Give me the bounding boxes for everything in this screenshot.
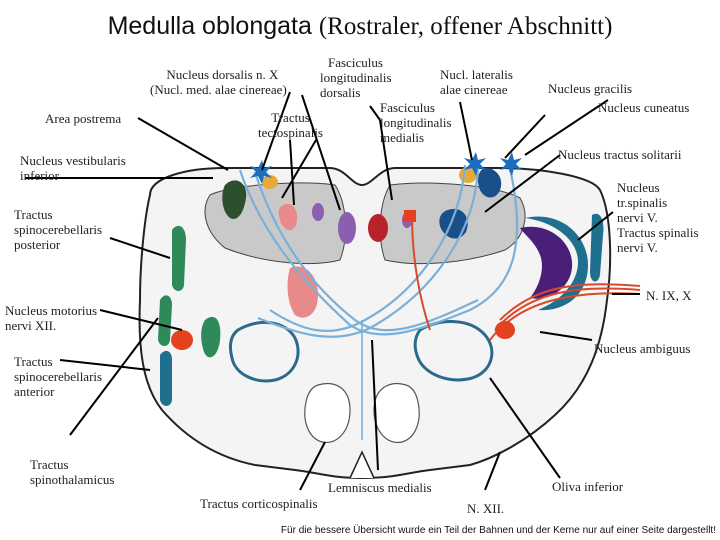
label-line: longitudinalis <box>380 115 452 130</box>
label-nucleus-cuneatus: Nucleus cuneatus <box>598 100 690 115</box>
label-n-ix-x: N. IX, X <box>646 288 692 303</box>
label-fasciculus-long-medialis: Fasciculus longitudinalis medialis <box>380 100 452 145</box>
mlf-left <box>312 203 324 221</box>
label-nucleus-gracilis: Nucleus gracilis <box>548 81 633 96</box>
label-line: Tractus <box>271 110 310 125</box>
label-line: (Nucl. med. alae cinereae) <box>150 82 287 97</box>
label-line: Tractus <box>14 354 53 369</box>
label-line: nervi V. <box>617 210 658 225</box>
label-line: longitudinalis <box>320 70 392 85</box>
label-line: alae cinereae <box>440 82 508 97</box>
label-tractus-tectospinalis: Tractus tectospinalis <box>258 110 323 140</box>
lemniscus-medialis-left <box>287 266 318 318</box>
label-line: Tractus spinalis <box>617 225 699 240</box>
label-lemniscus-medialis: Lemniscus medialis <box>328 480 432 495</box>
oliva-inferior-right <box>413 320 494 382</box>
label-line: Tractus <box>30 457 69 472</box>
label-line: Nucl. lateralis <box>440 67 513 82</box>
label-line: dorsalis <box>320 85 361 100</box>
title-sub: (Rostraler, offener Abschnitt) <box>318 13 613 40</box>
pyramid-left <box>304 383 351 443</box>
tractus-scb-anterior-left <box>160 350 172 406</box>
label-line: nervi XII. <box>5 318 57 333</box>
nucleus-tractus-solitarii-left <box>278 203 298 231</box>
label-line: Nucleus dorsalis n. X <box>166 67 279 82</box>
internal-arcuate-fibers <box>238 159 519 440</box>
label-oliva-inferior: Oliva inferior <box>552 479 624 494</box>
label-tractus-corticospinalis: Tractus corticospinalis <box>200 496 318 511</box>
label-line: Nucleus <box>617 180 660 195</box>
ventral-median-fissure <box>349 450 375 479</box>
label-nucleus-tractus-solitarii: Nucleus tractus solitarii <box>558 147 682 162</box>
label-line: medialis <box>380 130 425 145</box>
label-line: Fasciculus <box>328 55 383 70</box>
title-main: Medulla oblongata <box>107 12 312 40</box>
nucleus-vestibularis-inferior <box>222 180 247 219</box>
tractus-scb-posterior-left <box>172 225 186 291</box>
label-nucleus-dorsalis-x: Nucleus dorsalis n. X (Nucl. med. alae c… <box>150 67 287 97</box>
label-nucleus-tr-spinalis: Nucleus tr.spinalis nervi V. Tractus spi… <box>617 180 699 255</box>
label-pointers <box>25 91 614 491</box>
label-fasciculus-long-dorsalis: Fasciculus longitudinalis dorsalis <box>320 55 392 100</box>
neuron-icons <box>250 152 522 184</box>
label-line: spinothalamicus <box>30 472 115 487</box>
label-nucleus-motorius-xii: Nucleus motorius nervi XII. <box>5 303 97 333</box>
label-n-xii: N. XII. <box>467 501 505 516</box>
nucleus-dorsalis-x <box>262 175 278 189</box>
tractus-spinothalamicus-left <box>158 295 172 346</box>
footnote: Für die bessere Übersicht wurde ein Teil… <box>280 525 716 536</box>
label-nucleus-vestibularis: Nucleus vestibularis inferior <box>20 153 126 183</box>
motor-xii-left <box>368 214 388 242</box>
label-line: spinocerebellaris <box>14 369 103 384</box>
label-line: Fasciculus <box>380 100 435 115</box>
tractus-scb-right <box>590 213 604 282</box>
label-nucl-lateralis: Nucl. lateralis alae cinereae <box>440 67 513 97</box>
label-line: Nucleus motorius <box>5 303 98 318</box>
label-line: nervi V. <box>617 240 658 255</box>
nucleus-cuneatus <box>477 168 502 198</box>
label-line: anterior <box>14 384 55 399</box>
nucleus-tractus-solitarii-red <box>404 210 416 222</box>
label-tractus-scb-posterior: Tractus spinocerebellaris posterior <box>14 207 102 252</box>
page-title: Medulla oblongata (Rostraler, offener Ab… <box>0 12 720 41</box>
label-line: tr.spinalis <box>617 195 668 210</box>
pyramid-right <box>373 383 420 443</box>
nucleus-ambiguus-left <box>171 330 193 350</box>
label-line: Tractus <box>14 207 53 222</box>
mlf-center-left <box>338 212 356 244</box>
label-tractus-spinothalamicus: Tractus spinothalamicus <box>30 457 115 487</box>
label-line: Nucleus vestibularis <box>20 153 126 168</box>
nucleus-ambiguus-right <box>495 321 515 339</box>
label-tractus-scb-anterior: Tractus spinocerebellaris anterior <box>14 354 102 399</box>
label-line: posterior <box>14 237 61 252</box>
nucleus-tr-spinalis-v <box>520 226 573 299</box>
label-line: tectospinalis <box>258 125 323 140</box>
label-nucleus-ambiguus: Nucleus ambiguus <box>594 341 691 356</box>
nucleus-motorius-xii <box>201 316 221 358</box>
label-line: spinocerebellaris <box>14 222 103 237</box>
label-area-postrema: Area postrema <box>45 111 122 126</box>
label-line: inferior <box>20 168 59 183</box>
